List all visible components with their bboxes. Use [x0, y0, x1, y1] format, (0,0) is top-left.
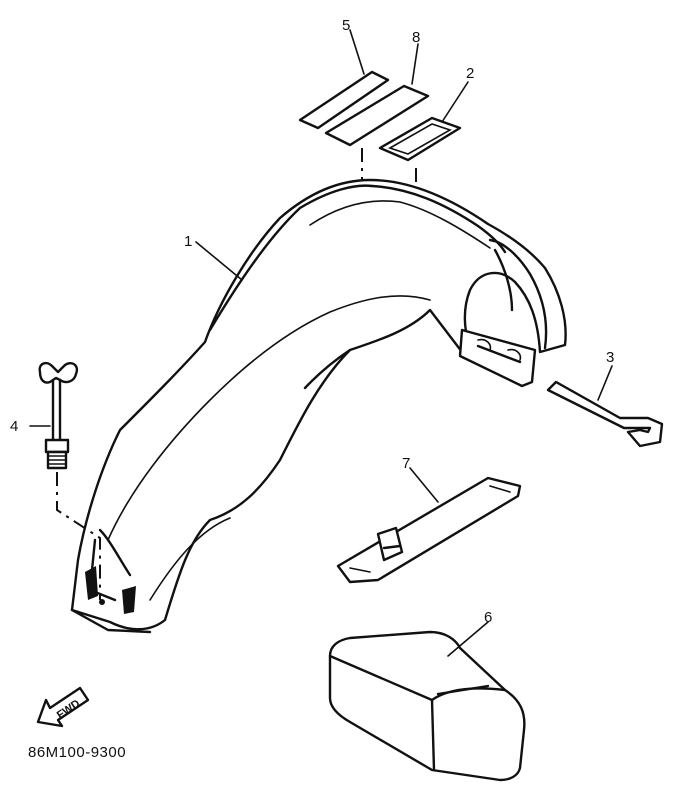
forward-arrow-icon: FWD: [36, 686, 90, 728]
leader-8: [411, 43, 419, 85]
callout-4: 4: [10, 418, 18, 435]
part-4-wing-bolt[interactable]: [38, 361, 79, 470]
leader-7: [409, 467, 439, 503]
part-3-bent-rod[interactable]: [546, 380, 664, 448]
callout-6: 6: [484, 609, 492, 626]
leader-6: [447, 621, 489, 657]
leader-3: [597, 365, 613, 401]
leader-2: [441, 81, 469, 123]
leader-5: [349, 29, 365, 75]
callout-2: 2: [466, 65, 474, 82]
callout-3: 3: [606, 349, 614, 366]
part-5-decal[interactable]: [298, 70, 390, 130]
callout-1: 1: [184, 233, 192, 250]
part-1-fender[interactable]: [70, 178, 567, 634]
diagram-code: 86M100-9300: [28, 744, 127, 761]
part-8-decal[interactable]: [324, 84, 430, 147]
callout-5: 5: [342, 17, 350, 34]
callout-7: 7: [402, 455, 410, 472]
callout-8: 8: [412, 29, 420, 46]
part-2-emblem[interactable]: [378, 116, 462, 162]
bolt-assembly-line: [56, 472, 101, 600]
part-7-strap[interactable]: [336, 476, 522, 584]
leader-1: [195, 241, 243, 281]
part-6-bag[interactable]: [328, 630, 526, 782]
